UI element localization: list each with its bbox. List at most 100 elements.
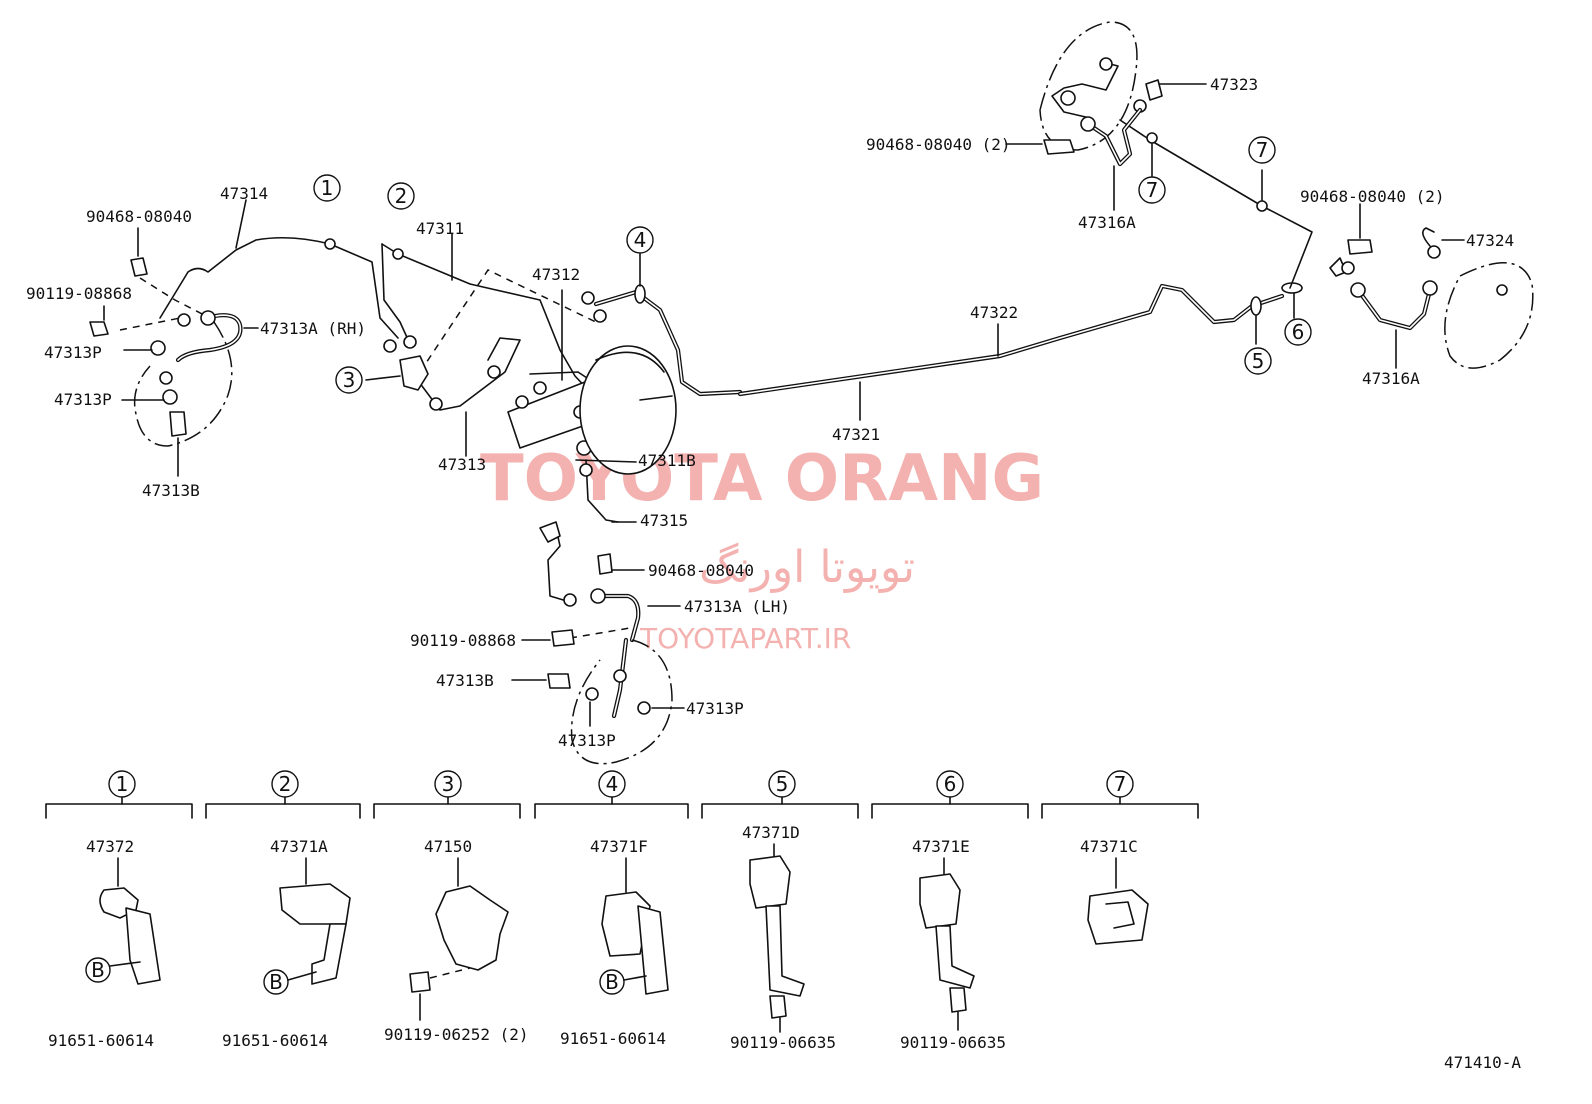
union-bolt xyxy=(177,313,191,327)
gasket-47313P-d xyxy=(637,701,651,715)
label-47316A-a: 47316A xyxy=(1078,213,1136,232)
label-47313B-a: 47313B xyxy=(142,481,200,500)
panel-1-marker: 1 xyxy=(116,772,129,796)
detail-panel-5: 5 47371D 90119-06635 xyxy=(701,770,859,1052)
tube-47313 xyxy=(409,337,521,411)
hose-47313A-lh xyxy=(595,593,641,643)
hose-47316A-upper xyxy=(1085,107,1143,167)
panel-3-part: 47150 xyxy=(424,837,472,856)
label-47324: 47324 xyxy=(1466,231,1514,250)
clip-90468-b xyxy=(597,553,613,575)
detail-panel-1: 1 47372 B 91651-60614 xyxy=(45,770,193,1050)
wheel-outline-rh xyxy=(133,321,233,447)
clip-90468-c xyxy=(1043,139,1075,155)
clip-47371C xyxy=(1087,889,1149,945)
detail-panel-4: 4 47371F B 91651-60614 xyxy=(534,770,689,1048)
panel-4-part: 47371F xyxy=(590,837,648,856)
label-90468-c: 90468-08040 (2) xyxy=(866,135,1011,154)
panel-6-part: 47371E xyxy=(912,837,970,856)
label-47313: 47313 xyxy=(438,455,486,474)
rear-tubes-group xyxy=(737,119,1313,421)
marker-7b: 7 xyxy=(1146,178,1159,202)
rear-upper-group xyxy=(1005,21,1207,211)
marker-7a: 7 xyxy=(1256,138,1269,162)
watermark-brand: TOYOTA ORANG xyxy=(480,442,1044,516)
detail-panel-7: 7 47371C xyxy=(1041,770,1199,945)
clip-47371D xyxy=(749,855,791,909)
tube-47315 xyxy=(585,459,619,523)
panel-1-bolt: 91651-60614 xyxy=(48,1031,154,1050)
caliper-fitting-rh xyxy=(159,371,173,385)
hose-47316A-lower xyxy=(1355,287,1433,331)
panel-5-part: 47371D xyxy=(742,823,800,842)
main-markers: 1 2 3 4 5 6 7 7 xyxy=(313,136,1312,394)
clamp-point-7b xyxy=(1146,132,1158,144)
clamp-point-2 xyxy=(392,248,404,260)
panel-6-bolt: 90119-06635 xyxy=(900,1033,1006,1052)
bolt-47313B-b xyxy=(547,673,571,689)
label-47323: 47323 xyxy=(1210,75,1258,94)
watermark-brand-fa: تویوتا اورنگ xyxy=(699,542,915,593)
dash-90119-a xyxy=(119,317,181,331)
label-90468-d: 90468-08040 (2) xyxy=(1300,187,1445,206)
panel-2-part: 47371A xyxy=(270,837,328,856)
clip-90468-a xyxy=(130,257,148,277)
panel-3-bolt: 90119-06252 (2) xyxy=(384,1025,529,1044)
detail-panel-2: 2 47371A B 91651-60614 xyxy=(205,770,361,1050)
panel-1-clamp-marker: B xyxy=(91,958,105,982)
label-90468-b: 90468-08040 xyxy=(648,561,754,580)
clip-90468-d xyxy=(1347,239,1373,255)
panel-7-part: 47371C xyxy=(1080,837,1138,856)
marker-3: 3 xyxy=(343,368,356,392)
watermark-site: TOYOTAPART.IR xyxy=(639,622,851,655)
brake-booster xyxy=(579,345,677,475)
clip-47371E xyxy=(919,873,961,929)
clamp-point-7a xyxy=(1256,200,1268,212)
detail-panel-3: 3 47150 90119-06252 (2) xyxy=(373,770,529,1044)
panel-2-bolt: 91651-60614 xyxy=(222,1031,328,1050)
bolt-47313B-a xyxy=(169,411,187,437)
dash-connector xyxy=(419,269,601,373)
panel-4-bolt: 91651-60614 xyxy=(560,1029,666,1048)
label-47322: 47322 xyxy=(970,303,1018,322)
wheel-outline-rear-lower xyxy=(1444,262,1534,369)
part-labels: 47314 90468-08040 90119-08868 47313A (RH… xyxy=(26,75,1514,750)
label-47313P-c: 47313P xyxy=(558,731,616,750)
panel-3-marker: 3 xyxy=(442,772,455,796)
label-47313A-lh: 47313A (LH) xyxy=(684,597,790,616)
marker-5: 5 xyxy=(1252,349,1265,373)
marker-1: 1 xyxy=(321,176,334,200)
panel-4-marker: 4 xyxy=(606,772,619,796)
clamp-point-5 xyxy=(1250,296,1262,316)
label-47314: 47314 xyxy=(220,184,268,203)
marker-2: 2 xyxy=(395,184,408,208)
master-cylinder-group xyxy=(365,233,743,603)
hose-fitting-rh xyxy=(200,310,216,326)
bolt-90119-b xyxy=(551,629,575,647)
gasket-47313P-c xyxy=(585,687,599,701)
clamp-point-4 xyxy=(634,284,646,304)
panel-2-clamp-marker: B xyxy=(269,970,283,994)
gasket-47313P-b xyxy=(162,389,178,405)
panel-5-marker: 5 xyxy=(776,772,789,796)
clip-47371A xyxy=(279,883,351,925)
wheel-outline-lh xyxy=(570,639,673,765)
bolt-90119-a xyxy=(89,321,109,337)
bracket-47150 xyxy=(399,355,429,391)
label-47313P-b: 47313P xyxy=(54,390,112,409)
panel-2-marker: 2 xyxy=(279,772,292,796)
label-90119-a: 90119-08868 xyxy=(26,284,132,303)
marker-6: 6 xyxy=(1292,320,1305,344)
panel-1-part: 47372 xyxy=(86,837,134,856)
label-47313B-b: 47313B xyxy=(436,671,494,690)
clamp-point-1 xyxy=(324,238,336,250)
panel-7-marker: 7 xyxy=(1114,772,1127,796)
marker-4: 4 xyxy=(634,228,647,252)
detail-panel-6: 6 47371E 90119-06635 xyxy=(871,770,1029,1052)
label-47313P-a: 47313P xyxy=(44,343,102,362)
label-47313P-d: 47313P xyxy=(686,699,744,718)
label-90468-a: 90468-08040 xyxy=(86,207,192,226)
bracket-47150-detail xyxy=(435,885,509,971)
label-47321: 47321 xyxy=(832,425,880,444)
